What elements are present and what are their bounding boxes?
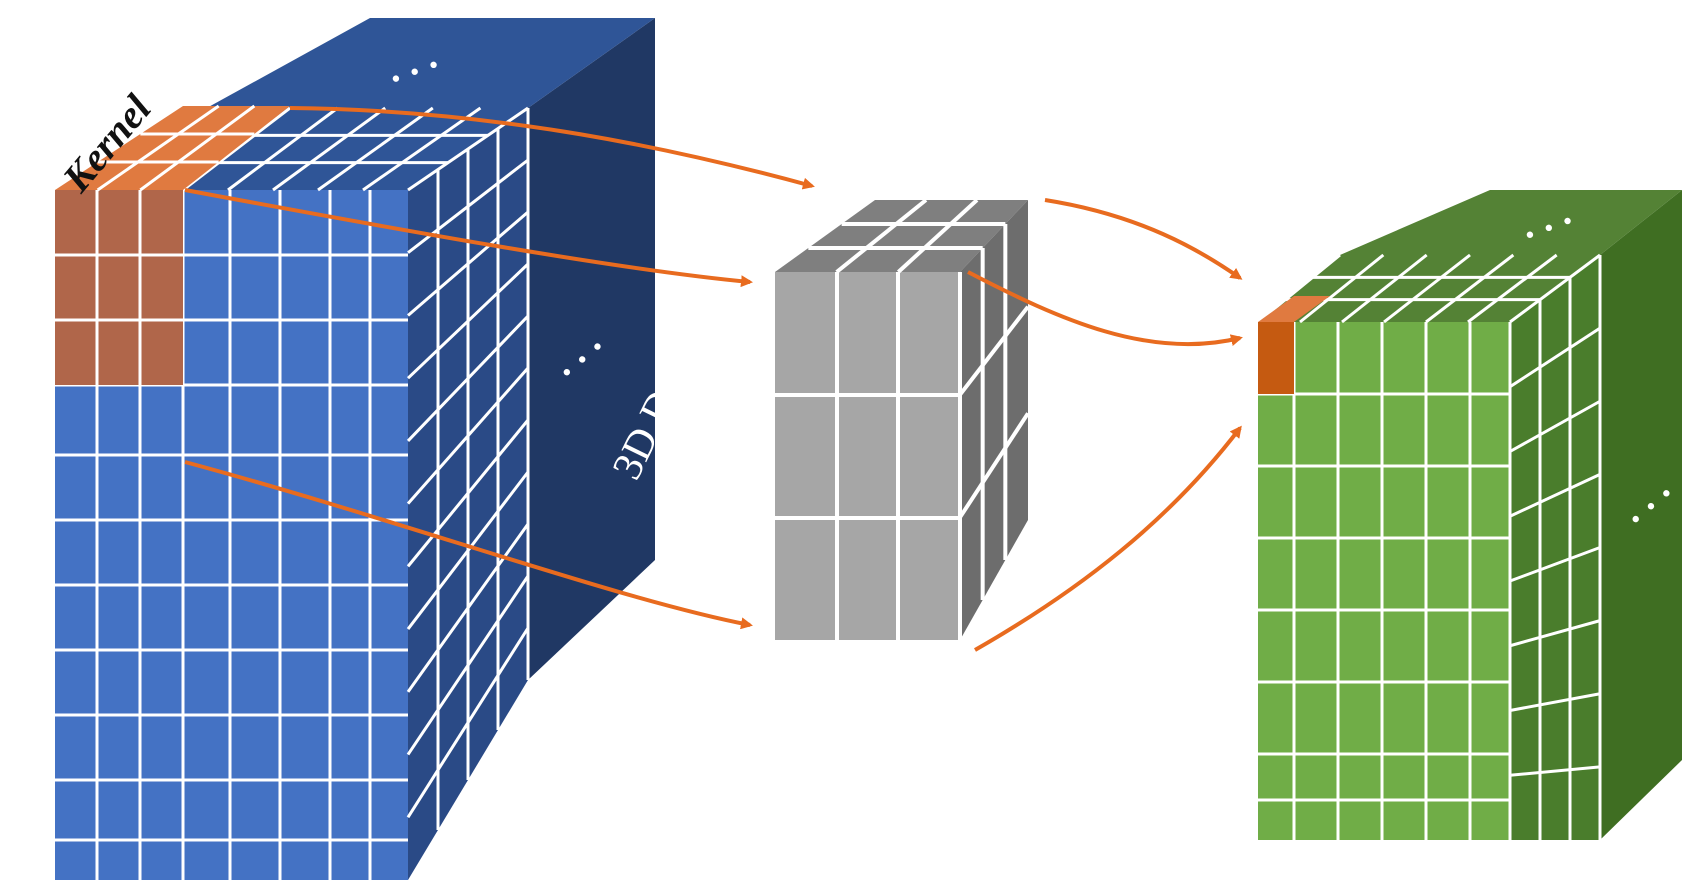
kernel-top-col <box>139 104 256 192</box>
output-side-row <box>1509 619 1601 648</box>
input-side-row <box>406 575 530 756</box>
input-side-row <box>406 262 530 380</box>
output-cube-side <box>1510 255 1600 840</box>
output-top-col <box>1509 253 1601 324</box>
input-side-row <box>406 523 530 693</box>
output-side-row <box>1509 765 1601 777</box>
output-side-row <box>1509 399 1601 453</box>
input-side-row <box>406 627 530 819</box>
kernel-highlight-grid <box>55 104 256 385</box>
output-top-col <box>1257 253 1341 324</box>
output-side-row <box>1509 546 1601 583</box>
kernel-cube-side <box>960 200 1028 640</box>
arrow-kernel-top-to-gray <box>289 106 815 190</box>
gray-top-col <box>835 198 928 274</box>
gray-side-row <box>958 305 1030 396</box>
kernel-top-col <box>96 104 220 192</box>
gray-side-row <box>958 412 1030 519</box>
input-front-grid <box>55 190 408 880</box>
gray-top-col <box>896 198 979 274</box>
input-side-row <box>406 419 530 568</box>
output-top-col <box>1341 253 1428 324</box>
input-data-cube: • • • • • • 3D Data Kernel <box>53 18 707 880</box>
output-top-col <box>1299 253 1385 324</box>
input-top-col <box>182 106 291 192</box>
kernel-top-highlight <box>55 106 290 190</box>
arrow-gray-top-to-output <box>1044 198 1243 280</box>
input-side-row <box>406 471 530 631</box>
arrows <box>184 106 1243 652</box>
input-top-col <box>272 106 387 192</box>
output-cube-side-back <box>1600 190 1682 840</box>
output-side-row <box>1509 692 1601 712</box>
input-top-col <box>362 106 482 192</box>
arrow-gray-bottom-to-output <box>974 425 1242 652</box>
input-top-col <box>227 106 339 192</box>
output-top-col <box>1467 253 1558 324</box>
input-side-row <box>407 210 529 317</box>
output-side-row <box>1509 473 1601 518</box>
input-side-row <box>406 314 530 442</box>
output-highlight-top <box>1258 296 1330 322</box>
output-top-col <box>1383 253 1471 324</box>
kernel-cube <box>775 198 1030 640</box>
input-side-grid <box>406 108 530 830</box>
input-cube-side-back <box>528 18 655 680</box>
arrow-kernel-mid-to-gray <box>184 188 753 288</box>
kernel-cube-top <box>775 200 1028 272</box>
kernel-front-highlight <box>55 190 183 385</box>
input-top-col <box>317 106 434 192</box>
output-side-row <box>1509 326 1601 389</box>
output-highlight-cell <box>1258 322 1294 394</box>
input-side-row <box>407 158 529 254</box>
arrow-kernel-bottom-to-gray <box>184 460 753 630</box>
output-cube-grid <box>1257 253 1602 840</box>
kernel-cube-grid <box>775 198 1030 640</box>
input-top-grid <box>182 106 529 192</box>
arrow-gray-mid-to-output <box>967 270 1243 347</box>
output-top-col <box>1425 253 1515 324</box>
output-cube-front <box>1258 322 1510 840</box>
kernel-cube-front <box>775 272 960 640</box>
input-side-row <box>406 367 530 505</box>
output-cube: • • • • • • <box>1257 190 1682 840</box>
